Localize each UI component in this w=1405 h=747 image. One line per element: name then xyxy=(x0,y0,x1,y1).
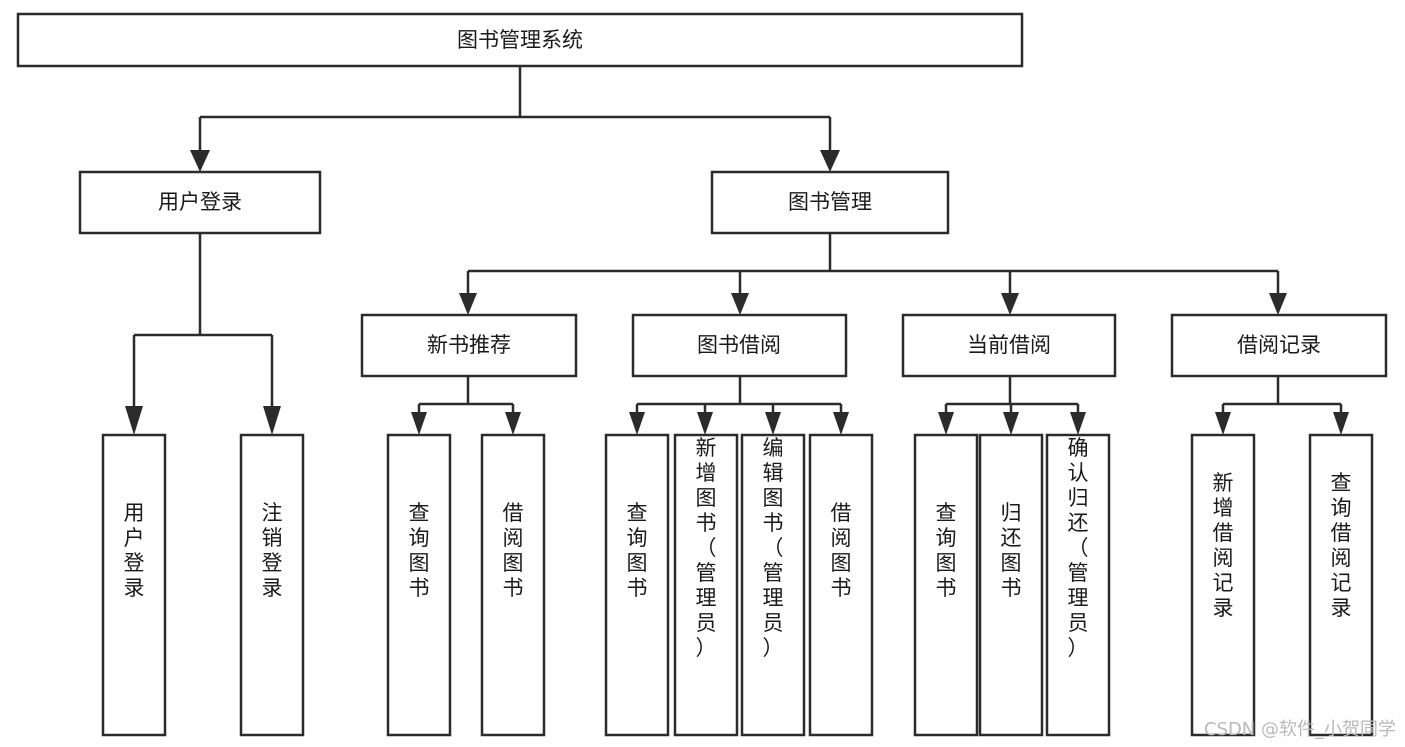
node-leaf-query-book-3[interactable]: 查询图书 xyxy=(913,433,979,737)
node-leaf-query-book-1-box[interactable] xyxy=(386,433,452,737)
node-leaf-edit-book-box[interactable] xyxy=(740,433,806,737)
node-leaf-return-book-box[interactable] xyxy=(978,433,1044,737)
node-leaf-user-logout-label: 注销登录 xyxy=(262,501,283,600)
node-current-borrow-box[interactable] xyxy=(901,313,1117,378)
arrow-icon-to-leaf-query-book-3 xyxy=(938,412,954,435)
node-root-box[interactable] xyxy=(16,12,1024,68)
arrow-icon-to-current-borrow xyxy=(1001,293,1019,315)
node-book-borrow-box[interactable] xyxy=(631,313,848,378)
node-leaf-return-book[interactable]: 归还图书 xyxy=(978,433,1044,737)
arrow-icon-to-leaf-return-book xyxy=(1003,412,1019,435)
node-user-login[interactable]: 用户登录 xyxy=(78,170,322,235)
node-current-borrow-label: 当前借阅 xyxy=(967,333,1051,357)
node-new-book-recommend-label: 新书推荐 xyxy=(427,333,511,357)
arrow-icon-to-leaf-confirm-return xyxy=(1070,412,1086,435)
arrow-icon-to-user-login xyxy=(190,150,210,172)
node-leaf-add-book[interactable]: 新增图书（管理员） xyxy=(673,433,739,737)
node-leaf-user-login-label: 用户登录 xyxy=(124,501,145,600)
node-book-borrow[interactable]: 图书借阅 xyxy=(631,313,848,378)
node-leaf-return-book-label: 归还图书 xyxy=(1001,501,1022,600)
node-layer: 图书管理系统 用户登录 图书管理 新书推荐 图书借阅 xyxy=(16,12,1388,737)
arrow-icon-to-leaf-query-record xyxy=(1333,412,1349,435)
node-leaf-query-book-3-label: 查询图书 xyxy=(936,501,957,600)
node-leaf-confirm-return[interactable]: 确认归还（管理员） xyxy=(1045,433,1111,737)
arrow-icon-to-new-book-recommend xyxy=(459,293,477,315)
node-root[interactable]: 图书管理系统 xyxy=(16,12,1024,68)
arrow-icon-to-leaf-add-record xyxy=(1215,412,1231,435)
node-leaf-query-record-label: 查询借阅记录 xyxy=(1331,471,1352,620)
node-leaf-add-record-box[interactable] xyxy=(1190,433,1256,737)
node-leaf-query-book-1[interactable]: 查询图书 xyxy=(386,433,452,737)
node-leaf-edit-book[interactable]: 编辑图书（管理员） xyxy=(740,433,806,737)
node-book-management-box[interactable] xyxy=(710,170,950,235)
node-leaf-query-book-2-box[interactable] xyxy=(604,433,670,737)
node-leaf-query-record[interactable]: 查询借阅记录 xyxy=(1308,433,1374,737)
node-leaf-user-logout[interactable]: 注销登录 xyxy=(239,433,305,737)
node-user-login-label: 用户登录 xyxy=(158,190,242,214)
node-leaf-query-record-box[interactable] xyxy=(1308,433,1374,737)
node-leaf-add-record[interactable]: 新增借阅记录 xyxy=(1190,433,1256,737)
node-leaf-borrow-book-2-label: 借阅图书 xyxy=(831,501,852,600)
node-new-book-recommend-box[interactable] xyxy=(360,313,578,378)
arrow-icon-to-leaf-add-book xyxy=(697,412,713,435)
node-leaf-user-login[interactable]: 用户登录 xyxy=(101,433,167,737)
node-leaf-query-book-1-label: 查询图书 xyxy=(409,501,430,600)
node-leaf-borrow-book-2[interactable]: 借阅图书 xyxy=(808,433,874,737)
node-book-borrow-label: 图书借阅 xyxy=(697,333,781,357)
node-borrow-record-label: 借阅记录 xyxy=(1237,333,1321,357)
node-user-login-box[interactable] xyxy=(78,170,322,235)
arrow-icon-to-leaf-query-book-2 xyxy=(629,412,645,435)
arrow-icon-to-leaf-borrow-book-1 xyxy=(505,412,521,435)
node-leaf-query-book-3-box[interactable] xyxy=(913,433,979,737)
node-new-book-recommend[interactable]: 新书推荐 xyxy=(360,313,578,378)
node-leaf-add-book-label: 新增图书（管理员） xyxy=(696,436,717,660)
arrow-icon-to-leaf-borrow-book-2 xyxy=(833,412,849,435)
node-leaf-user-logout-box[interactable] xyxy=(239,433,305,737)
node-current-borrow[interactable]: 当前借阅 xyxy=(901,313,1117,378)
node-leaf-query-book-2[interactable]: 查询图书 xyxy=(604,433,670,737)
node-book-management[interactable]: 图书管理 xyxy=(710,170,950,235)
node-leaf-user-login-box[interactable] xyxy=(101,433,167,737)
node-leaf-edit-book-label: 编辑图书（管理员） xyxy=(763,436,784,660)
arrow-icon-to-borrow-record xyxy=(1269,293,1287,315)
arrow-icon-to-leaf-edit-book xyxy=(765,412,781,435)
node-leaf-borrow-book-1-box[interactable] xyxy=(480,433,546,737)
node-leaf-borrow-book-1[interactable]: 借阅图书 xyxy=(480,433,546,737)
node-leaf-confirm-return-box[interactable] xyxy=(1045,433,1111,737)
arrow-icon-to-book-management xyxy=(820,150,840,172)
node-borrow-record[interactable]: 借阅记录 xyxy=(1170,313,1388,378)
node-leaf-borrow-book-1-label: 借阅图书 xyxy=(503,501,524,600)
node-borrow-record-box[interactable] xyxy=(1170,313,1388,378)
arrow-icon-to-leaf-user-logout xyxy=(263,406,281,435)
node-book-management-label: 图书管理 xyxy=(788,190,872,214)
arrow-icon-to-leaf-query-book-1 xyxy=(411,412,427,435)
watermark: CSDN @软件_小贺同学 xyxy=(1204,719,1396,740)
node-leaf-confirm-return-label: 确认归还（管理员） xyxy=(1068,436,1089,660)
arrow-icon-to-leaf-user-login xyxy=(125,406,143,435)
arrowhead-layer xyxy=(125,150,1349,435)
node-leaf-query-book-2-label: 查询图书 xyxy=(627,501,648,600)
node-leaf-borrow-book-2-box[interactable] xyxy=(808,433,874,737)
node-leaf-add-book-box[interactable] xyxy=(673,433,739,737)
node-leaf-add-record-label: 新增借阅记录 xyxy=(1213,471,1234,620)
node-root-label: 图书管理系统 xyxy=(457,28,583,52)
arrow-icon-to-book-borrow xyxy=(731,293,749,315)
